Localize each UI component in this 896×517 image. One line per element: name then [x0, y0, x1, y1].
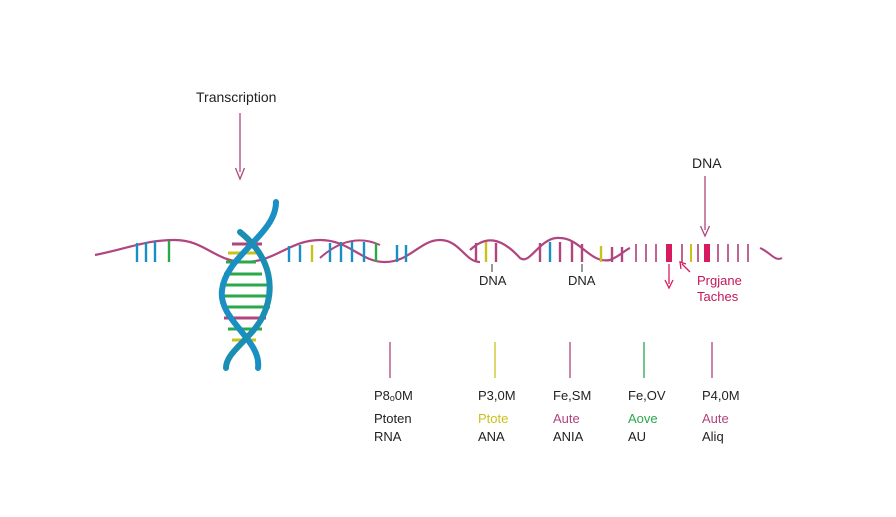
timeline-label-line2: ANA: [478, 429, 505, 444]
double-helix: [218, 199, 279, 371]
rna-strand-3: [469, 236, 631, 262]
timeline-label-line2: Aliq: [702, 429, 724, 444]
timeline-code: P3,0M: [478, 388, 516, 403]
timeline-code: P4,0M: [702, 388, 740, 403]
right-ladder: [635, 244, 749, 262]
strand-bases: [135, 241, 624, 262]
timeline-code: Fe,OV: [628, 388, 666, 403]
timeline-code: Fe,SM: [553, 388, 591, 403]
dna-label-1: DNA: [479, 273, 507, 288]
timeline-label-line2: ANIA: [553, 429, 584, 444]
transcription-label: Transcription: [196, 89, 276, 105]
side-label-line1: Prgjane: [697, 273, 742, 288]
timeline-label-line2: AU: [628, 429, 646, 444]
ladder-arrows: [664, 261, 691, 290]
dna-arrow: [699, 176, 711, 238]
rna-strand: [94, 238, 481, 264]
rna-strand-2: [319, 239, 381, 259]
timeline-label-line1: Ptote: [478, 411, 508, 426]
timeline-label-line1: Aove: [628, 411, 658, 426]
timeline-code: P8ₒ0M: [374, 388, 413, 403]
rna-strand-end: [759, 247, 783, 260]
dna-label-2: DNA: [568, 273, 596, 288]
timeline-label-line1: Aute: [702, 411, 729, 426]
transcription-arrow: [234, 113, 246, 181]
timeline-label-line2: RNA: [374, 429, 402, 444]
side-label-line2: Taches: [697, 289, 739, 304]
dna-top-label: DNA: [692, 155, 722, 171]
timeline-label-line1: Ptoten: [374, 411, 412, 426]
timeline-label-line1: Aute: [553, 411, 580, 426]
